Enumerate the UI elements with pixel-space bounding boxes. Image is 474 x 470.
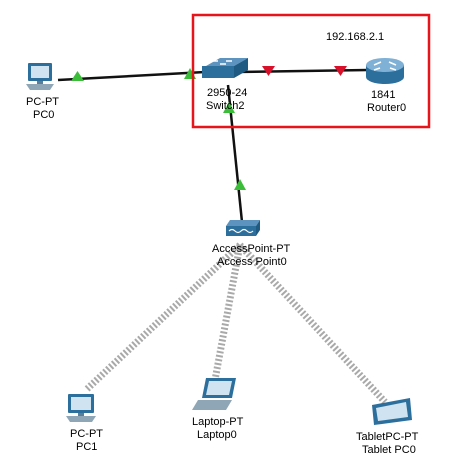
cable-pc0-switch2[interactable] [57, 70, 206, 82]
link-up-indicator [71, 71, 84, 81]
link-down-indicator [334, 66, 347, 76]
wireless-link-laptop0[interactable] [211, 244, 244, 381]
ip-address-label: 192.168.2.1 [326, 31, 384, 43]
cable-switch2-router0[interactable] [234, 68, 369, 74]
router0-model-label: 1841 [371, 89, 395, 101]
tablet0-model-label: TabletPC-PT [356, 431, 419, 443]
pc1-model-label: PC-PT [70, 428, 103, 440]
laptop0-name-label: Laptop0 [197, 429, 237, 441]
wireless-link-pc1[interactable] [83, 242, 243, 393]
pc-icon [66, 394, 96, 422]
wireless-link-tablet0[interactable] [237, 242, 388, 405]
access-point0-device[interactable]: AccessPoint-PT Access Point0 [212, 220, 291, 268]
pc0-name-label: PC0 [33, 109, 54, 121]
link-down-indicator [262, 66, 275, 76]
pc-icon [26, 63, 54, 90]
laptop0-device[interactable]: Laptop-PT Laptop0 [192, 378, 244, 441]
pc1-device[interactable]: PC-PT PC1 [66, 394, 103, 453]
switch2-device[interactable]: 2950-24 Switch2 [202, 58, 248, 112]
switch2-name-label: Switch2 [206, 100, 245, 112]
switch2-model-label: 2950-24 [207, 87, 247, 99]
ap0-name-label: Access Point0 [217, 256, 287, 268]
highlight-box [191, 13, 431, 129]
router-icon [366, 58, 404, 84]
tablet-pc0-device[interactable]: TabletPC-PT Tablet PC0 [356, 398, 419, 456]
pc0-device[interactable]: PC-PT PC0 [26, 63, 59, 121]
router0-device[interactable]: 1841 Router0 [366, 58, 406, 114]
link-up-indicator [234, 179, 246, 190]
pc0-model-label: PC-PT [26, 96, 59, 108]
router0-name-label: Router0 [367, 102, 406, 114]
ap0-model-label: AccessPoint-PT [212, 243, 291, 255]
access-point-icon [226, 220, 260, 236]
laptop0-model-label: Laptop-PT [192, 416, 244, 428]
link-up-indicator [223, 102, 235, 113]
laptop-icon [192, 378, 236, 410]
pc1-name-label: PC1 [76, 441, 97, 453]
switch-icon [202, 58, 248, 78]
tablet-icon [372, 398, 412, 425]
tablet0-name-label: Tablet PC0 [362, 444, 416, 456]
